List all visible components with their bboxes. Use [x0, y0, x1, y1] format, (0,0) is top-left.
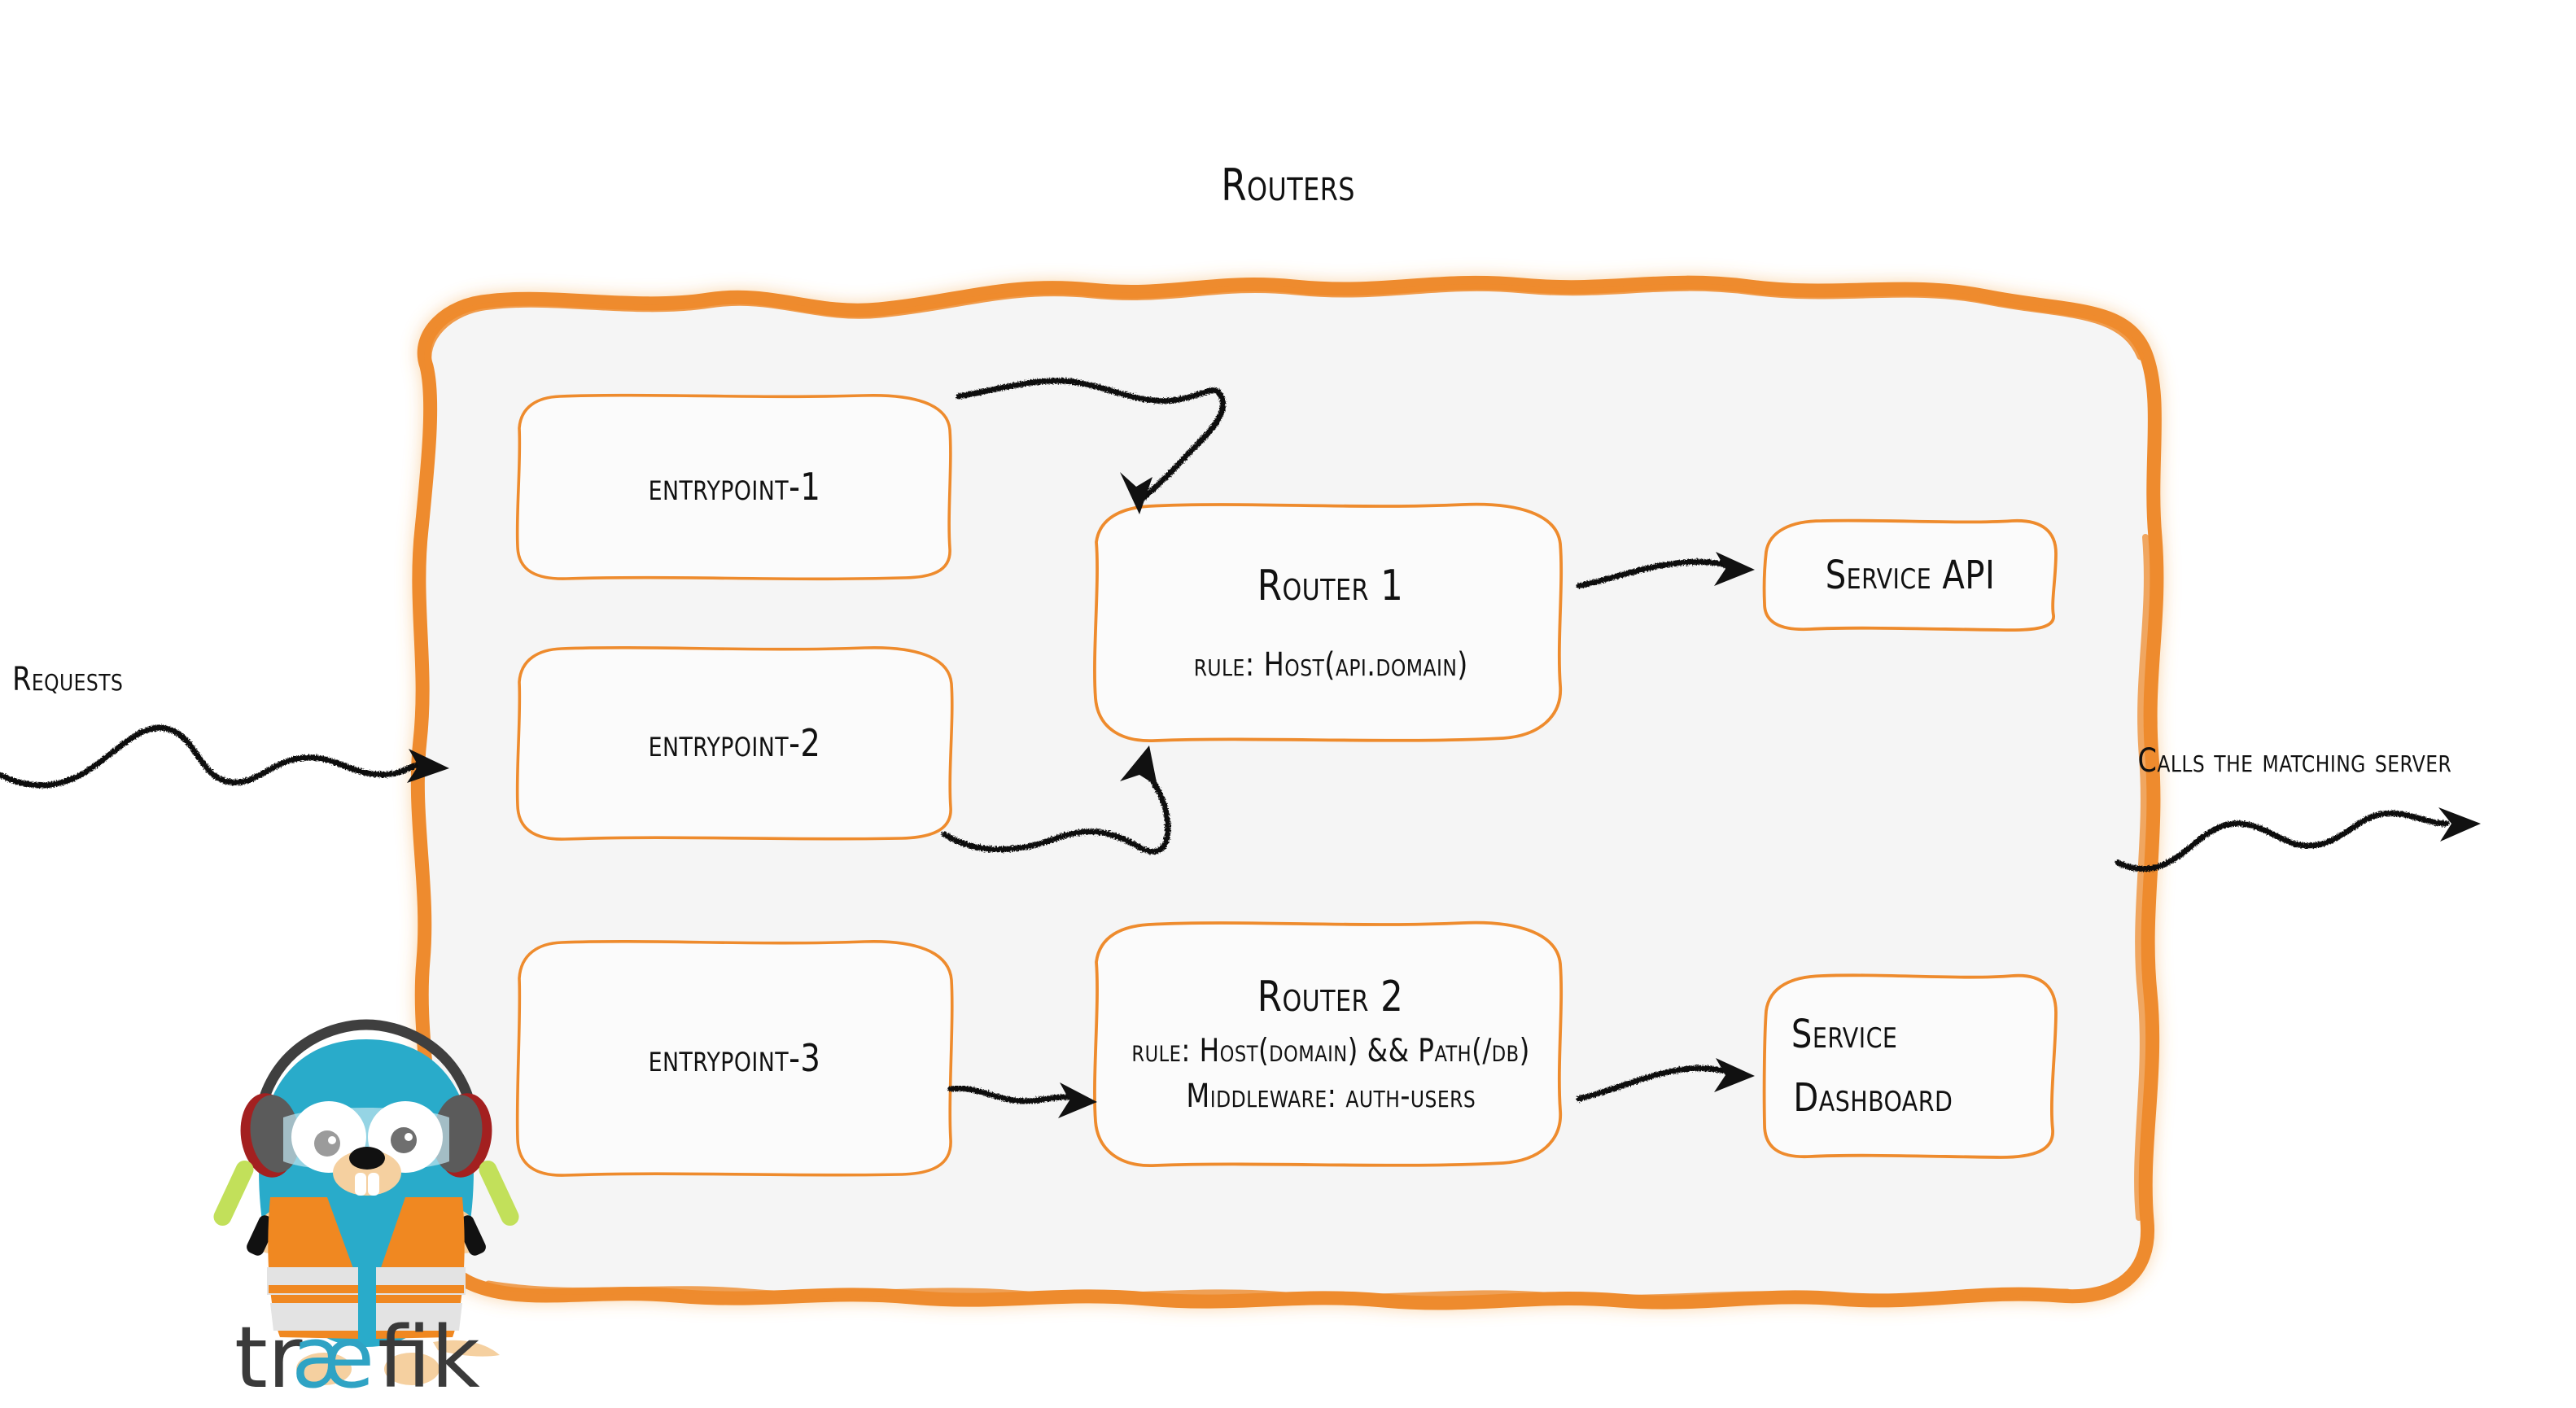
entrypoint-3-content: entrypoint-3 [513, 1036, 956, 1080]
page-title: Routers [0, 160, 2576, 211]
entrypoint-3-box-shape [515, 940, 954, 1177]
entrypoint-1-box-shape [515, 393, 952, 581]
gopher-headphone-band [260, 1019, 473, 1100]
service-dashboard-content: Service Dashboard [1760, 1012, 2061, 1121]
router-2-title: Router 2 [1257, 972, 1404, 1021]
router-2-box[interactable]: Router 2 rule: Host(domain) && Path(/db)… [1087, 916, 1575, 1170]
traefik-gopher-logo [213, 1013, 519, 1396]
gopher-pupil-left [314, 1130, 340, 1157]
router-1-title: Router 1 [1257, 561, 1404, 610]
traefik-wordmark: tr æ fik [233, 1312, 501, 1408]
service-dashboard-box-shape [1762, 973, 2058, 1159]
gopher-vest-stripe-2-right [376, 1303, 462, 1331]
arrow-requests-in [0, 724, 449, 789]
router-2-box-shape [1093, 920, 1564, 1167]
service-dashboard-label-line2: Dashboard [1793, 1074, 1953, 1121]
service-api-content: Service API [1760, 553, 2061, 598]
traefik-gopher-illustration [213, 1019, 519, 1385]
wordmark-part-ae: æ [291, 1312, 374, 1407]
router-1-content: Router 1 rule: Host(api.domain) [1087, 562, 1575, 684]
gopher-nose [349, 1147, 385, 1170]
requests-label: Requests [12, 661, 124, 698]
router-2-content: Router 2 rule: Host(domain) && Path(/db)… [1087, 973, 1575, 1115]
entrypoint-1-label: entrypoint-1 [648, 464, 821, 509]
entrypoint-1-box[interactable]: entrypoint-1 [513, 391, 956, 582]
service-api-box-shape [1762, 518, 2058, 632]
router-1-rule: rule: Host(api.domain) [1193, 645, 1468, 684]
service-api-box[interactable]: Service API [1760, 516, 2061, 634]
service-dashboard-label-line1: Service [1791, 1011, 1898, 1057]
gopher-tooth-left [355, 1173, 366, 1196]
service-dashboard-box[interactable]: Service Dashboard [1760, 970, 2061, 1161]
router-2-middleware: Middleware: auth-users [1186, 1077, 1476, 1115]
gopher-tooth-right [368, 1173, 379, 1196]
entrypoint-2-box[interactable]: entrypoint-2 [513, 643, 956, 842]
router-1-box[interactable]: Router 1 rule: Host(api.domain) [1087, 498, 1575, 746]
gopher-foot-left [296, 1353, 352, 1385]
gopher-pupil-right [391, 1127, 417, 1153]
entrypoint-3-label: entrypoint-3 [648, 1036, 821, 1080]
entrypoint-3-box[interactable]: entrypoint-3 [513, 936, 956, 1180]
entrypoint-2-label: entrypoint-2 [648, 720, 821, 765]
page-title-text: Routers [1221, 160, 1355, 211]
entrypoint-2-content: entrypoint-2 [513, 721, 956, 765]
gopher-vest-stripe-2-left [270, 1303, 358, 1331]
gopher-tail [433, 1340, 500, 1357]
wordmark-part-tr: tr [234, 1312, 303, 1407]
router-1-box-shape [1093, 502, 1564, 742]
entrypoint-1-content: entrypoint-1 [513, 465, 956, 509]
router-2-rule: rule: Host(domain) && Path(/db) [1131, 1032, 1530, 1069]
traefik-wordmark-text: tr æ fik [234, 1312, 480, 1407]
gopher-foot-right [384, 1353, 440, 1385]
service-api-label: Service API [1825, 552, 1996, 598]
calls-matching-server-label: Calls the matching server [2137, 742, 2452, 780]
wordmark-part-fik: fik [378, 1312, 480, 1407]
